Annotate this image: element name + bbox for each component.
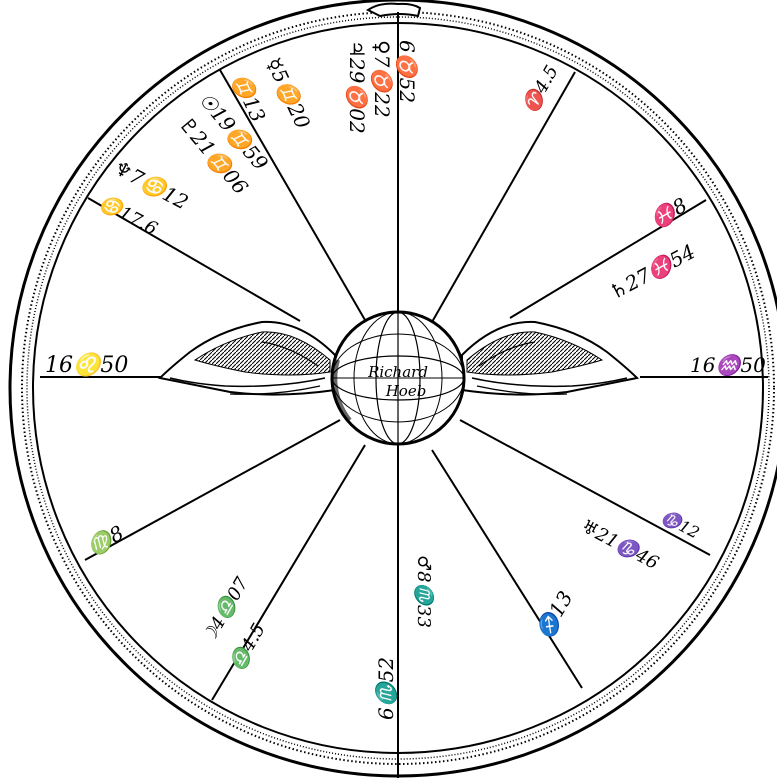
top-knot (368, 4, 420, 16)
center-name-line2: Hoeb (385, 382, 427, 400)
center-name-line1: Richard (367, 363, 428, 381)
cusp-asc-label: 16♌50 (45, 352, 128, 378)
planet-venus-label: ♀7♉22 (370, 40, 394, 118)
planet-jupiter-label: ♃29♉02 (345, 40, 369, 134)
planet-mars-label: ♂8♏33 (413, 555, 435, 628)
cusp-ic-label: 6♏52 (374, 657, 398, 720)
globe-icon: Richard Hoeb (332, 312, 464, 444)
cusp-dsc-label: 16♒50 (690, 353, 766, 377)
cusp-mc-label: 6♉52 (395, 40, 419, 103)
